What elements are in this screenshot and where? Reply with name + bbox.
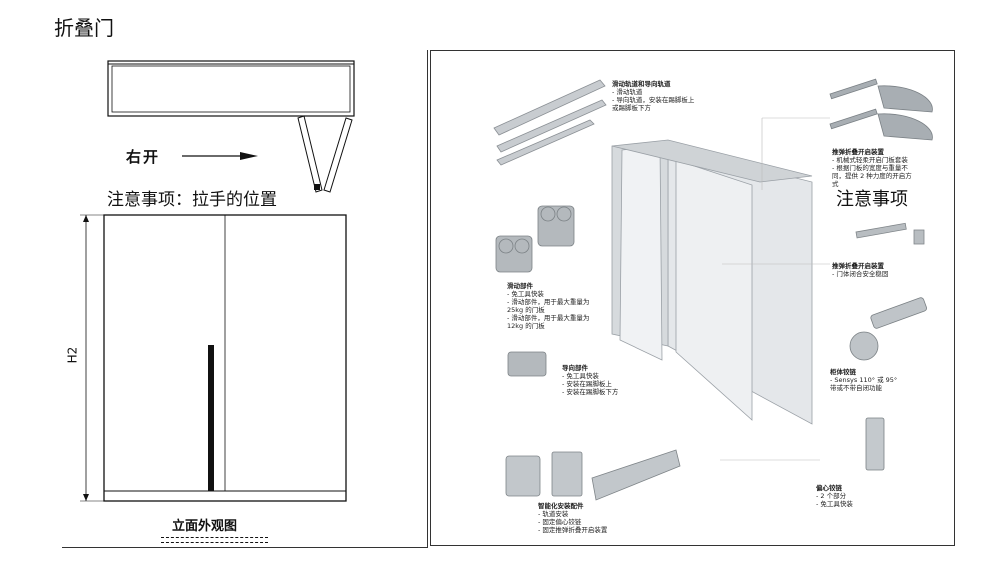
handle-bar: [208, 345, 214, 491]
right-note: 注意事项: [836, 189, 908, 210]
fold-door-leaf: [323, 117, 353, 193]
right-hardware-panel: [430, 50, 955, 546]
fold-door-leaf: [297, 115, 323, 193]
cabinet-hinge-image: [849, 297, 927, 361]
page-title: 折叠门: [54, 16, 114, 40]
sliding-parts-image: [495, 205, 575, 273]
cabinet-image: [611, 139, 813, 425]
plan-view-cabinet: [107, 60, 355, 117]
callout-push-close: 推弹折叠开启装置 - 门体闭合安全稳固: [832, 262, 889, 278]
callout-sliding: 滑动部件 - 免工具快装 - 滑动部件，用于最大重量为 25kg 的门板 - 滑…: [507, 282, 590, 330]
eccentric-hinge-image: [865, 417, 885, 471]
left-drawing-panel: [62, 50, 428, 548]
callout-eccentric: 偏心铰链 - 2 个部分 - 免工具快装: [816, 484, 853, 508]
callout-push-fold: 推弹折叠开启装置 - 机械式轻柔开启门板套装 - 根据门板的宽度与重量不 同，提…: [832, 148, 912, 188]
callout-hinge: 柜体铰链 - Sensys 110° 或 95° 带或不带自闭功能: [830, 368, 898, 392]
handle-position-note: 注意事项：拉手的位置: [107, 190, 277, 210]
smart-install-image: [505, 449, 681, 501]
callout-rails: 滑动轨道和导向轨道 - 滑动轨道 - 导向轨道，安装在踢脚板上 或踢脚板下方: [612, 80, 695, 112]
elevation-underline: [161, 537, 268, 543]
open-direction-label: 右开: [126, 148, 161, 166]
rails-image: [493, 79, 607, 166]
callout-smart: 智能化安装配件 - 轨道安装 - 固定偏心铰链 - 固定推弹折叠开启装置: [538, 502, 608, 534]
elevation-title: 立面外观图: [172, 519, 238, 534]
callout-guide: 导向部件 - 免工具快装 - 安装在踢脚板上 - 安装在踢脚板下方: [562, 364, 619, 396]
push-opener-image: [829, 78, 933, 141]
leader-lines: [720, 117, 830, 461]
guide-part-image: [507, 351, 547, 377]
handle-mark: [314, 184, 320, 190]
push-closer-image: [855, 222, 925, 245]
